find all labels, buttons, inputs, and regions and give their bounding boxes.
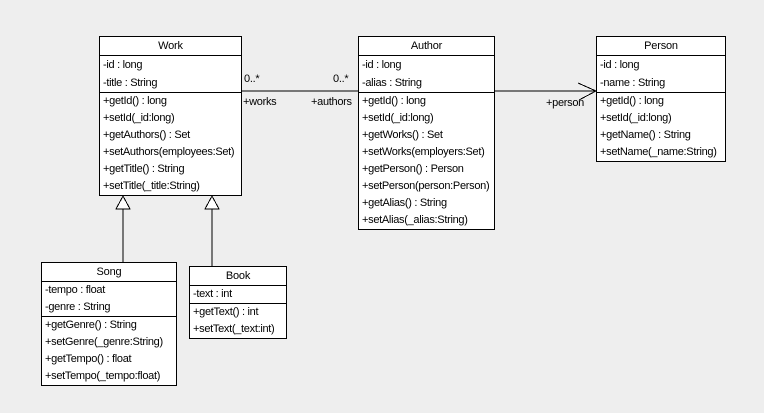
method-row: +setId(_id:long)	[103, 112, 175, 124]
method-row: +getAuthors() : Set	[103, 129, 190, 141]
attribute-row: -id : long	[362, 59, 402, 71]
attribute-row: -id : long	[600, 59, 640, 71]
generalization-triangle-icon	[204, 194, 220, 210]
method-row: +getAlias() : String	[362, 197, 447, 209]
method-row: +getPerson() : Person	[362, 163, 464, 175]
attribute-row: -tempo : float	[45, 284, 105, 296]
methods-compartment: +getId() : long +setId(_id:long) +getWor…	[359, 92, 494, 229]
multiplicity-label-author: 0..*	[333, 73, 349, 85]
class-book[interactable]: Book -text : int +getText() : int +setTe…	[189, 266, 287, 339]
class-song[interactable]: Song -tempo : float -genre : String +get…	[41, 262, 177, 386]
class-title: Book	[225, 270, 251, 282]
attributes-compartment: -id : long -name : String	[597, 55, 725, 92]
methods-compartment: +getGenre() : String +setGenre(_genre:St…	[42, 316, 176, 385]
role-label-works: +works	[243, 96, 277, 108]
class-work[interactable]: Work -id : long -title : String +getId()…	[99, 36, 242, 196]
methods-compartment: +getId() : long +setId(_id:long) +getAut…	[100, 92, 241, 195]
role-label-authors: +authors	[311, 96, 352, 108]
method-row: +getWorks() : Set	[362, 129, 443, 141]
class-title: Author	[410, 40, 443, 52]
attributes-compartment: -text : int	[190, 285, 286, 303]
methods-compartment: +getId() : long +setId(_id:long) +getNam…	[597, 92, 725, 161]
method-row: +setTempo(_tempo:float)	[45, 370, 161, 382]
method-row: +getTempo() : float	[45, 353, 132, 365]
method-row: +setId(_id:long)	[362, 112, 434, 124]
generalization-triangle-icon	[115, 194, 131, 210]
method-row: +setWorks(employers:Set)	[362, 146, 485, 158]
attribute-row: -name : String	[600, 77, 665, 89]
class-title: Song	[96, 266, 122, 278]
method-row: +setPerson(person:Person)	[362, 180, 490, 192]
method-row: +setName(_name:String)	[600, 146, 717, 158]
method-row: +setTitle(_title:String)	[103, 180, 200, 192]
attribute-row: -id : long	[103, 59, 143, 71]
method-row: +getTitle() : String	[103, 163, 185, 175]
role-label-person: +person	[546, 97, 584, 109]
method-row: +setAlias(_alias:String)	[362, 214, 468, 226]
method-row: +getGenre() : String	[45, 319, 137, 331]
method-row: +setId(_id:long)	[600, 112, 672, 124]
method-row: +setText(_text:int)	[193, 323, 275, 335]
methods-compartment: +getText() : int +setText(_text:int)	[190, 303, 286, 338]
attribute-row: -genre : String	[45, 301, 111, 313]
method-row: +setGenre(_genre:String)	[45, 336, 163, 348]
method-row: +getId() : long	[362, 95, 426, 107]
class-title: Person	[644, 40, 678, 52]
multiplicity-label-work: 0..*	[244, 73, 260, 85]
attribute-row: -alias : String	[362, 77, 422, 89]
method-row: +getId() : long	[103, 95, 167, 107]
attributes-compartment: -tempo : float -genre : String	[42, 281, 176, 316]
class-author[interactable]: Author -id : long -alias : String +getId…	[358, 36, 495, 230]
attributes-compartment: -id : long -alias : String	[359, 55, 494, 92]
class-title: Work	[158, 40, 183, 52]
method-row: +getText() : int	[193, 306, 259, 318]
method-row: +getName() : String	[600, 129, 691, 141]
method-row: +getId() : long	[600, 95, 664, 107]
class-person[interactable]: Person -id : long -name : String +getId(…	[596, 36, 726, 162]
attribute-row: -title : String	[103, 77, 158, 89]
attribute-row: -text : int	[193, 288, 232, 300]
method-row: +setAuthors(employees:Set)	[103, 146, 235, 158]
attributes-compartment: -id : long -title : String	[100, 55, 241, 92]
